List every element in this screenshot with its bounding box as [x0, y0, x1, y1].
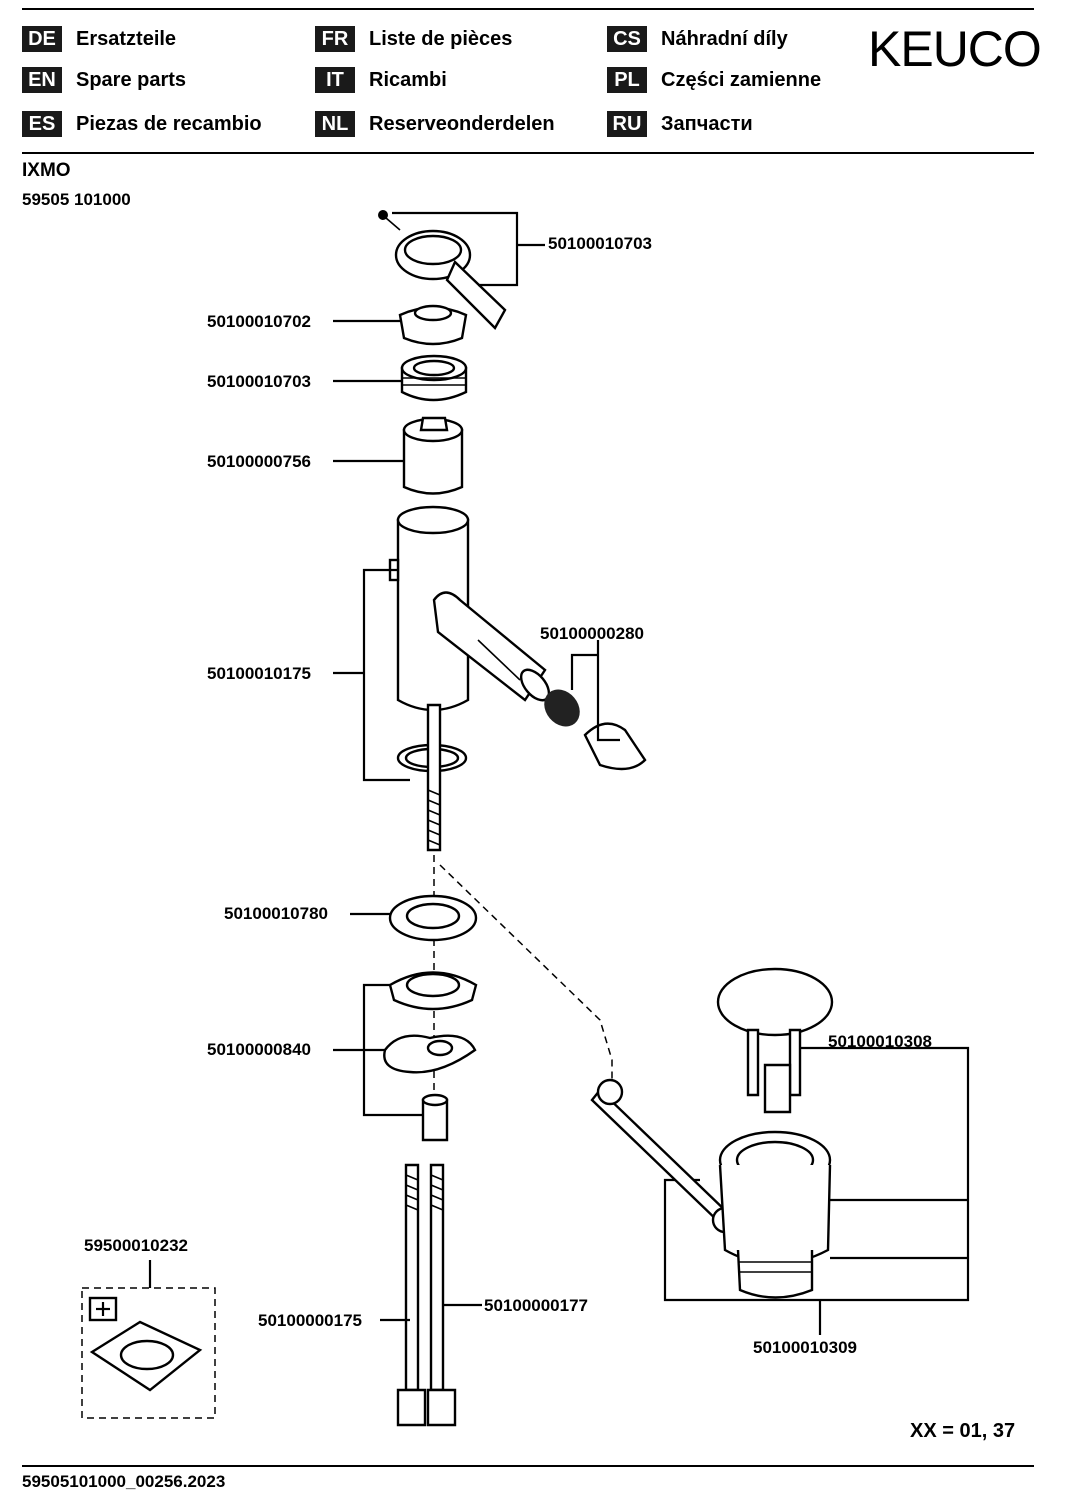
language-label: Reserveonderdelen: [369, 112, 555, 135]
part-number-body: 50100010175: [207, 664, 312, 683]
language-label: Ersatzteile: [76, 27, 177, 50]
language-code: FR: [315, 26, 355, 52]
mixer-body-drawing: [388, 505, 551, 712]
lang-row-en: EN Spare parts: [22, 67, 186, 93]
gasket-ring-drawing: [388, 894, 478, 942]
language-code: NL: [315, 111, 355, 137]
part-number-lever: 50100010703: [548, 234, 653, 253]
lang-row-pl: PL Części zamienne: [607, 67, 821, 93]
product-number: 59505 101000: [22, 190, 131, 209]
part-number-pop-up-plug: 50100010308: [828, 1032, 933, 1051]
header-rule: [22, 152, 1034, 154]
lang-row-ru: RU Запчасти: [607, 111, 753, 137]
nut-drawing: [400, 354, 468, 402]
pop-up-plug-drawing: [716, 967, 834, 1114]
page-reference: XX = 01, 37: [910, 1420, 1016, 1442]
brand-logo: KEUCO: [868, 21, 1042, 77]
lang-row-fr: FR Liste de pièces: [315, 26, 512, 52]
language-code: ES: [22, 111, 62, 137]
lang-row-es: ES Piezas de recambio: [22, 111, 262, 137]
product-name: IXMO: [22, 160, 71, 181]
cap-drawing: [398, 304, 468, 346]
part-number-hose-right: 50100000177: [484, 1296, 589, 1315]
hoses-drawing: [396, 1163, 457, 1427]
lever-handle-drawing: [378, 210, 507, 330]
waste-valve-drawing: [718, 1130, 832, 1299]
lang-row-nl: NL Reserveonderdelen: [315, 111, 555, 137]
part-number-waste-valve: 50100010309: [753, 1338, 858, 1357]
part-number-accessory: 59500010232: [84, 1236, 189, 1255]
language-code: IT: [315, 67, 355, 93]
accessory-drawing: [81, 1287, 216, 1419]
language-label: Запчасти: [661, 112, 753, 135]
lang-row-it: IT Ricambi: [315, 67, 447, 93]
lang-row-cs: CS Náhradní díly: [607, 26, 788, 52]
language-code: CS: [607, 26, 647, 52]
language-label: Ricambi: [369, 68, 447, 91]
language-code: EN: [22, 67, 62, 93]
language-label: Liste de pièces: [369, 27, 513, 50]
language-code: PL: [607, 67, 647, 93]
part-number-gasket-ring: 50100010780: [224, 904, 329, 923]
document-id: 59505101000_00256.2023: [22, 1472, 226, 1491]
lang-row-de: DE Ersatzteile: [22, 26, 176, 52]
part-number-aerator: 50100000280: [540, 624, 645, 643]
fixing-set-drawing: [383, 971, 478, 1142]
language-label: Spare parts: [76, 68, 187, 91]
footer-rule: [22, 1465, 1034, 1467]
language-label: Piezas de recambio: [76, 112, 262, 135]
part-number-cartridge: 50100000756: [207, 452, 312, 471]
part-number-fixing-set: 50100000840: [207, 1040, 312, 1059]
language-code: DE: [22, 26, 62, 52]
language-code: RU: [607, 111, 647, 137]
top-rule: [22, 8, 1034, 10]
aerator-drawing: [544, 689, 647, 771]
language-label: Náhradní díly: [661, 27, 788, 50]
part-number-hose-left: 50100000175: [258, 1311, 363, 1330]
cartridge-drawing: [402, 416, 464, 495]
language-label: Części zamienne: [661, 68, 822, 91]
part-number-cap: 50100010702: [207, 312, 312, 331]
part-number-nut: 50100010703: [207, 372, 312, 391]
